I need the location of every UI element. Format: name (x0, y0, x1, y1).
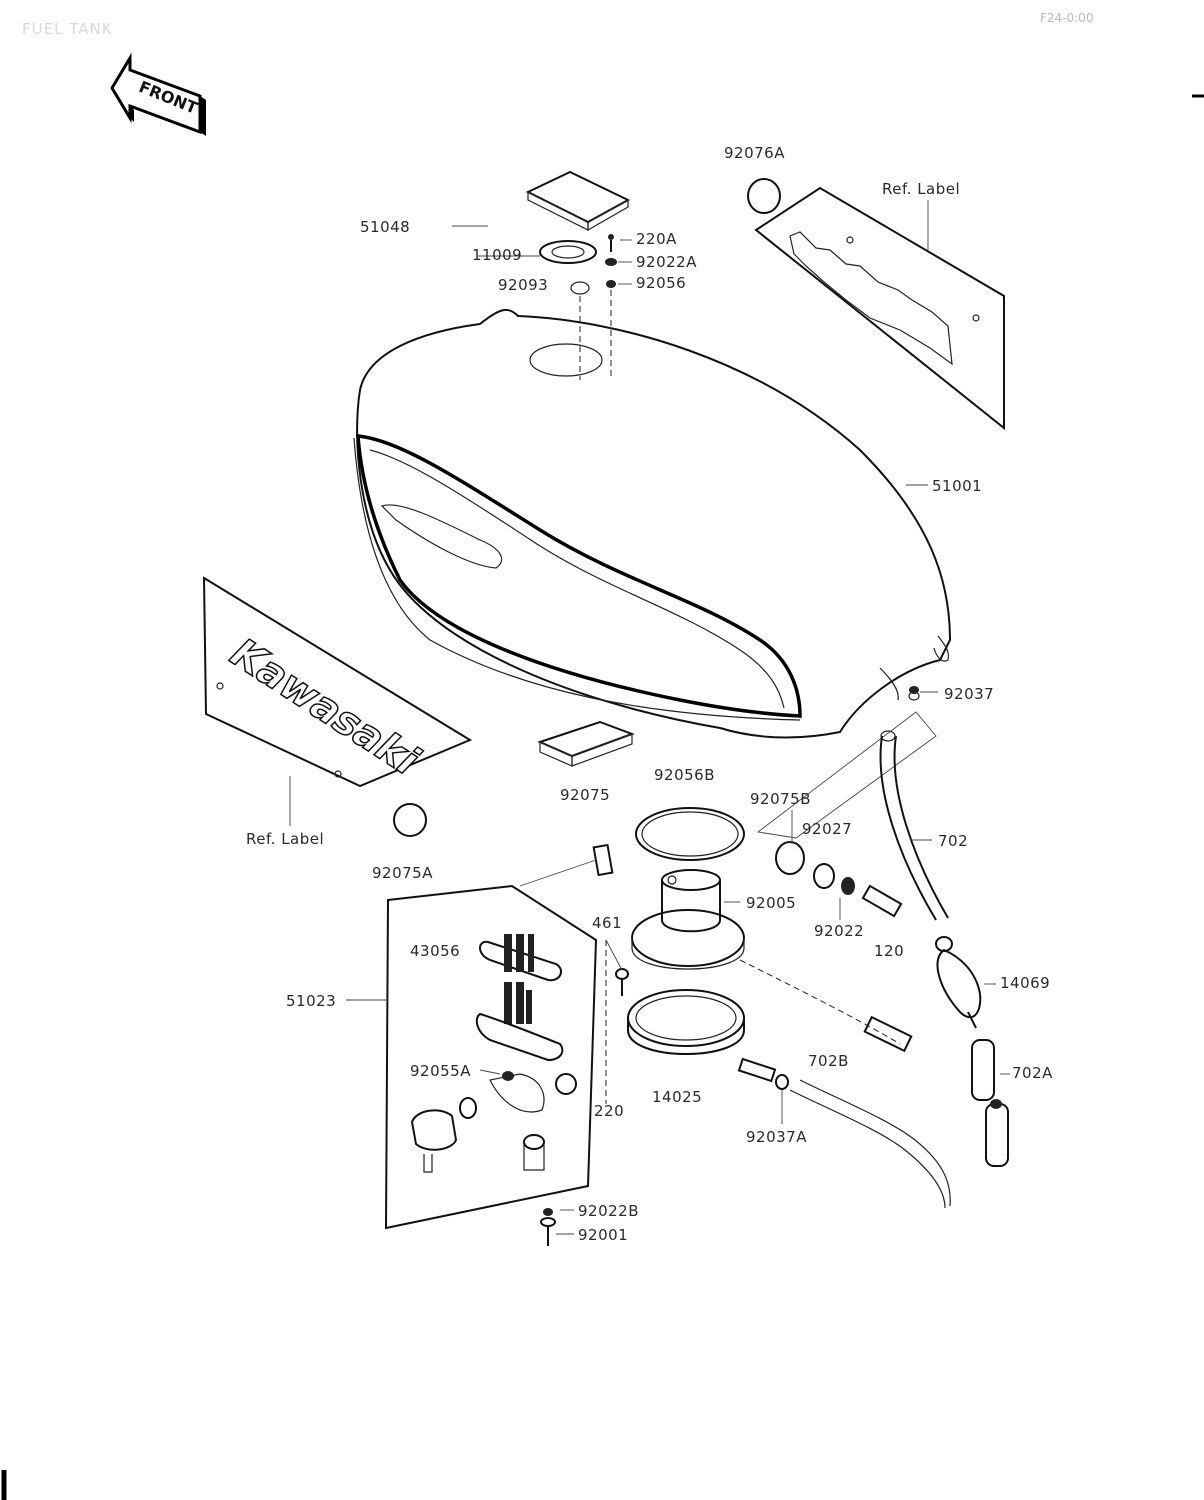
fuel-cock-filter (661, 869, 721, 933)
part-label: 92055A (410, 1062, 471, 1080)
fuel-hose (879, 730, 949, 921)
part-label: 92022B (578, 1202, 639, 1220)
part-label: 92056B (654, 766, 715, 784)
bottom-screw-icon (540, 1208, 556, 1246)
part-label: 461 (592, 914, 622, 932)
fuel-outlet-side-pipe (739, 959, 913, 1053)
part-label: 92037 (944, 685, 994, 703)
part-label: 702A (1012, 1064, 1053, 1082)
page-title: FUEL TANK (22, 20, 113, 38)
part-label: 92001 (578, 1226, 628, 1244)
part-label: 92075B (750, 790, 811, 808)
fuel-cock-plate (631, 909, 745, 970)
fuel-strainer-icon (519, 843, 614, 887)
part-label: 92005 (746, 894, 796, 912)
fuel-cock-spring-icon (605, 939, 629, 1104)
tank-rubber-pad (537, 720, 635, 767)
diagram-code: F24-0:00 (1040, 11, 1093, 25)
fuel-cup-icon (627, 989, 745, 1055)
fuel-cock-body (423, 1012, 577, 1173)
fuel-outlet-pipe (737, 1057, 951, 1209)
hose-clip-icon (908, 686, 920, 701)
fuel-cock-lever-icon (479, 934, 563, 1024)
part-label: 92075 (560, 786, 610, 804)
part-label: 92076A (724, 144, 785, 162)
part-label: 120 (874, 942, 904, 960)
part-label: 51023 (286, 992, 336, 1010)
part-label: 11009 (472, 246, 522, 264)
part-label: 51048 (360, 218, 410, 236)
fuel-tank-body (353, 308, 952, 739)
leader-lines (289, 200, 1010, 1235)
part-label: 92022 (814, 922, 864, 940)
part-label: 92027 (802, 820, 852, 838)
grommet-icon (606, 280, 616, 288)
part-label: 92037A (746, 1128, 807, 1146)
part-label: 92056 (636, 274, 686, 292)
fuel-cock-knob (410, 1109, 458, 1151)
inline-fuel-filter (935, 936, 982, 1029)
kawasaki-logo: Kawasaki (223, 630, 428, 785)
short-fuel-hose (971, 1039, 1009, 1167)
part-label: Ref. Label (246, 830, 324, 848)
part-label: 702B (808, 1052, 849, 1070)
fuel-cock-o-ring (635, 807, 745, 861)
cap-gasket (539, 240, 597, 264)
tank-cap-cover (525, 170, 631, 232)
cap-screw-icon (608, 234, 614, 252)
drain-bolt-icon (775, 841, 903, 918)
washer-icon (605, 258, 617, 266)
part-label: 51001 (932, 477, 982, 495)
filler-gasket (570, 281, 590, 295)
front-arrow-icon: FRONT (110, 52, 206, 136)
part-label: 702 (938, 832, 968, 850)
part-label: 92022A (636, 253, 697, 271)
part-label: 220 (594, 1102, 624, 1120)
part-label: Ref. Label (882, 180, 960, 198)
part-label: 92075A (372, 864, 433, 882)
part-label: 92093 (498, 276, 548, 294)
part-label: 220A (636, 230, 677, 248)
bolt-bracket-lines (756, 711, 937, 839)
part-label: 43056 (410, 942, 460, 960)
fuel-cock-assembly-box (384, 884, 598, 1230)
top-ref-label-decal (747, 178, 1005, 431)
part-label: 14025 (652, 1088, 702, 1106)
part-label: 14069 (1000, 974, 1050, 992)
